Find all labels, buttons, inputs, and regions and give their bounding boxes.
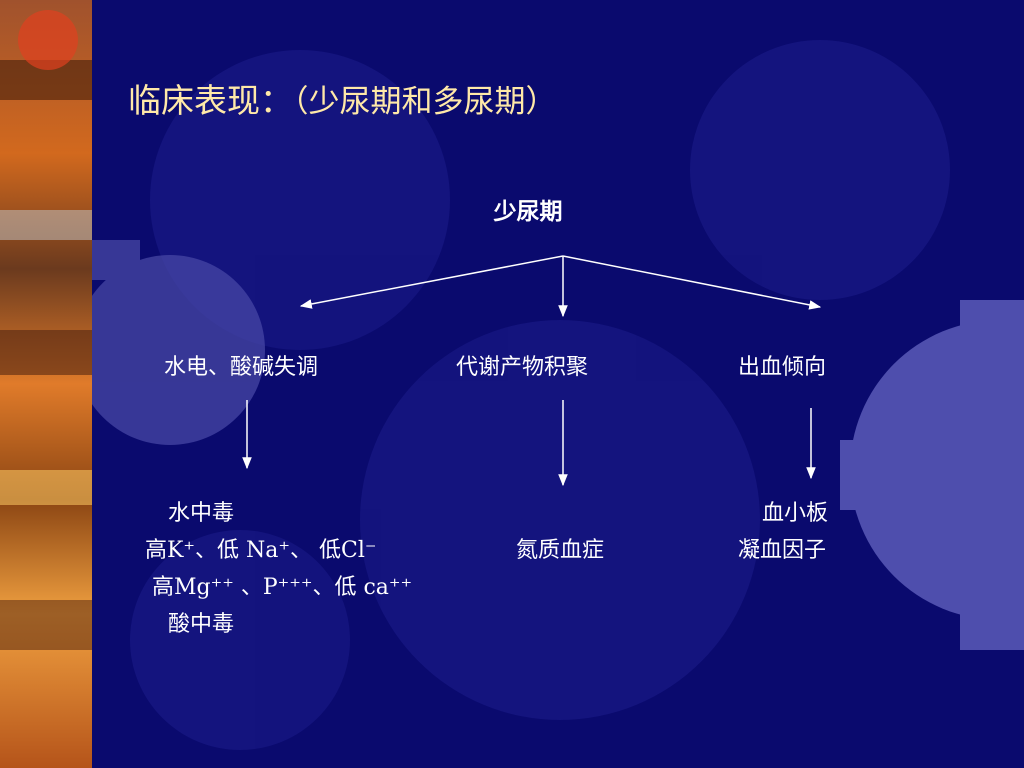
slide-title: 临床表现：（少尿期和多尿期） (128, 74, 557, 122)
detail-electrolytes-2: 高Mg⁺⁺ 、P⁺⁺⁺、低 ca⁺⁺ (152, 569, 412, 601)
detail-coagulation-factors: 凝血因子 (738, 538, 827, 563)
branch-metabolite-accumulation: 代谢产物积聚 (456, 355, 589, 380)
detail-acidosis: 酸中毒 (168, 612, 235, 637)
title-main: 临床表现： (128, 81, 293, 120)
root-node: 少尿期 (493, 198, 563, 225)
detail-platelets: 血小板 (762, 501, 829, 526)
detail-electrolytes-2-text: 高Mg⁺⁺ 、P⁺⁺⁺、低 ca⁺⁺ (152, 575, 413, 600)
detail-azotemia: 氮质血症 (516, 538, 605, 563)
detail-water-intoxication: 水中毒 (168, 501, 235, 526)
branch-water-electrolyte: 水电、酸碱失调 (164, 355, 319, 380)
detail-electrolytes-1: 高K⁺、低 Na⁺、 低Cl⁻ (145, 532, 377, 564)
branch-bleeding-tendency: 出血倾向 (738, 355, 827, 380)
title-subtitle: （少尿期和多尿期） (293, 84, 557, 120)
detail-electrolytes-1-text: 高K⁺、低 Na⁺、 低Cl⁻ (145, 538, 377, 563)
